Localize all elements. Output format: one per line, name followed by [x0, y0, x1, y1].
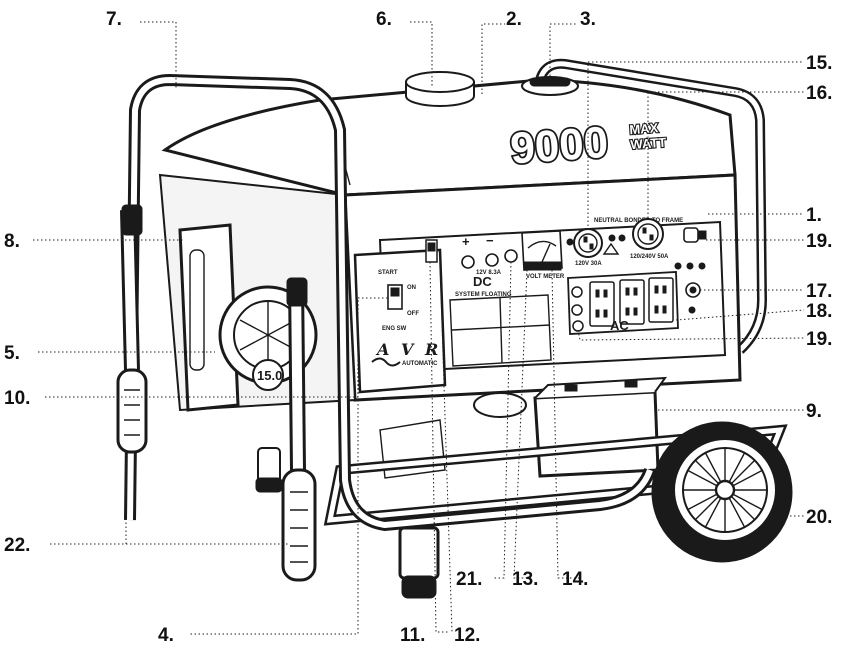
handle-right [281, 277, 317, 582]
callout-20: 20. [806, 507, 832, 528]
callout-21: 21. [456, 569, 482, 590]
idle-switch[interactable] [425, 239, 438, 263]
wattage-max: MAX [629, 120, 659, 137]
callout-6: 6. [376, 9, 392, 30]
dc-breaker[interactable] [504, 249, 518, 263]
circuit-breaker-upper[interactable] [683, 227, 707, 243]
wattage-number: 9000 [509, 118, 610, 174]
callout-10: 10. [4, 388, 30, 409]
callout-4: 4. [158, 625, 174, 646]
engine-badge: 15.0 [257, 368, 282, 383]
avr-label: A V R [375, 340, 441, 359]
callout-19-upper: 19. [806, 231, 832, 252]
callout-labels: 1. 2. 3. 4. 5. 6. 7. 8. 9. 10. 11. 12. 1… [4, 9, 832, 646]
wattage-logo: 9000 MAX WATT [507, 116, 668, 175]
fuel-gauge [521, 76, 579, 96]
callout-13: 13. [512, 569, 538, 590]
engine-switch[interactable] [387, 284, 403, 310]
ac-breaker-1[interactable] [571, 286, 583, 298]
dc-minus: − [486, 233, 494, 248]
callout-12: 12. [454, 625, 480, 646]
callout-leaders [33, 21, 805, 635]
start-label: START [378, 270, 398, 276]
outlet-50a[interactable] [632, 218, 664, 250]
outlet-30a-label: 120V 30A [575, 261, 602, 267]
callout-18: 18. [806, 301, 832, 322]
volt-meter: VOLT METER [521, 230, 565, 280]
air-filter [178, 223, 240, 412]
callout-22: 22. [4, 535, 30, 556]
dc-plus: + [462, 234, 470, 249]
dc-rating: 12V 8.3A [476, 270, 502, 276]
handle-left [116, 204, 148, 454]
wattage-watt: WATT [630, 135, 667, 152]
off-label: OFF [407, 311, 419, 317]
fuel-cap [405, 71, 475, 107]
wheel [651, 421, 793, 563]
front-foot [398, 526, 440, 599]
callout-9: 9. [806, 401, 822, 422]
rear-foot [255, 447, 283, 493]
meter-label: VOLT METER [526, 274, 565, 280]
dc-terminal-positive[interactable] [461, 255, 475, 269]
callout-16: 16. [806, 83, 832, 104]
ac-breaker-3[interactable] [572, 320, 584, 332]
callout-14: 14. [562, 569, 588, 590]
battery [533, 376, 668, 478]
callout-19-lower: 19. [806, 329, 832, 350]
ac-breaker-2[interactable] [571, 304, 583, 316]
eng-sw-label: ENG SW [382, 326, 407, 332]
ground-terminal[interactable] [685, 282, 701, 298]
callout-15: 15. [806, 53, 832, 74]
callout-8: 8. [4, 231, 20, 252]
callout-2: 2. [506, 9, 522, 30]
generator-illustration: 9000 MAX WATT START ON OFF ENG SW A V R … [116, 58, 793, 599]
callout-11: 11. [400, 625, 425, 646]
gfci-outlet-1[interactable] [589, 281, 615, 327]
outlet-50a-label: 120/240V 50A [630, 254, 669, 260]
ac-label: AC [610, 318, 629, 333]
avr-sub-label: AUTOMATIC [402, 361, 438, 367]
gfci-outlet-2[interactable] [619, 279, 645, 325]
on-label: ON [407, 285, 416, 291]
dc-label: DC [473, 274, 492, 289]
control-panel: START ON OFF ENG SW A V R AUTOMATIC + − … [353, 218, 727, 394]
system-floating-label: SYSTEM FLOATING [455, 292, 512, 298]
callout-17: 17. [806, 281, 832, 302]
neutral-label: NEUTRAL BONDED TO FRAME [594, 218, 683, 224]
callout-1: 1. [806, 205, 822, 226]
callout-3: 3. [580, 9, 596, 30]
gfci-outlet-3[interactable] [648, 277, 674, 323]
dc-terminal-negative[interactable] [485, 253, 499, 267]
callout-5: 5. [4, 343, 20, 364]
outlet-30a[interactable] [573, 228, 603, 258]
callout-7: 7. [106, 9, 122, 30]
